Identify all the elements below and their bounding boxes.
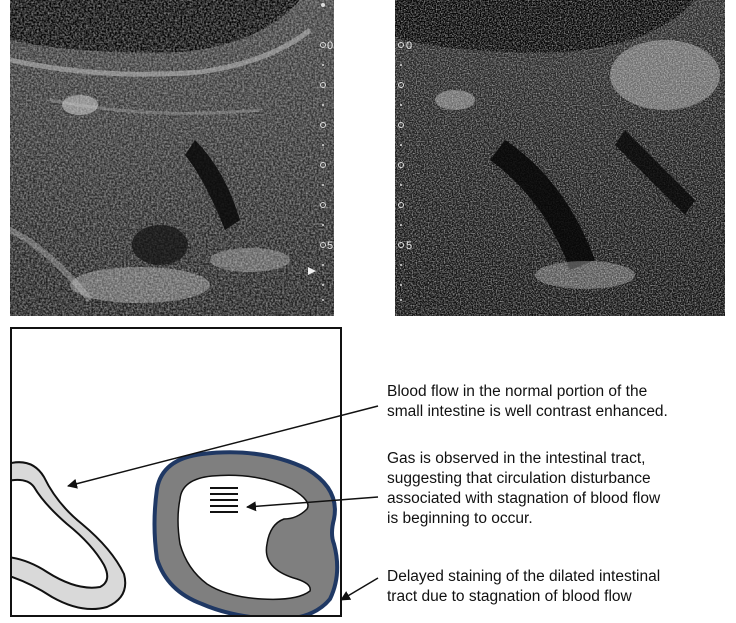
annotation-normal-blood-flow: Blood flow in the normal portion of the … xyxy=(387,382,668,422)
depth-scale-label-0: 0 xyxy=(327,40,333,52)
annotation-line: Delayed staining of the dilated intestin… xyxy=(387,567,660,587)
depth-scale-label-5: 5 xyxy=(406,240,412,252)
annotation-gas-observed: Gas is observed in the intestinal tract,… xyxy=(387,449,660,529)
annotation-line: tract due to stagnation of blood flow xyxy=(387,587,660,607)
intestine-schematic xyxy=(10,327,342,617)
ultrasound-contrast-image: 0 5 xyxy=(395,0,725,316)
annotation-line: small intestine is well contrast enhance… xyxy=(387,402,668,422)
annotation-delayed-staining: Delayed staining of the dilated intestin… xyxy=(387,567,660,607)
normal-intestine-shape xyxy=(12,462,125,609)
annotation-line: Blood flow in the normal portion of the xyxy=(387,382,668,402)
depth-scale-label-0: 0 xyxy=(406,40,412,52)
ultrasound-bmode-image: 0 5 xyxy=(10,0,334,316)
annotation-line: is beginning to occur. xyxy=(387,509,660,529)
depth-scale-label-5: 5 xyxy=(327,240,333,252)
annotation-line: Gas is observed in the intestinal tract, xyxy=(387,449,660,469)
annotation-line: suggesting that circulation disturbance xyxy=(387,469,660,489)
arrow-dilated-intestine xyxy=(341,578,378,600)
annotation-line: associated with stagnation of blood flow xyxy=(387,489,660,509)
